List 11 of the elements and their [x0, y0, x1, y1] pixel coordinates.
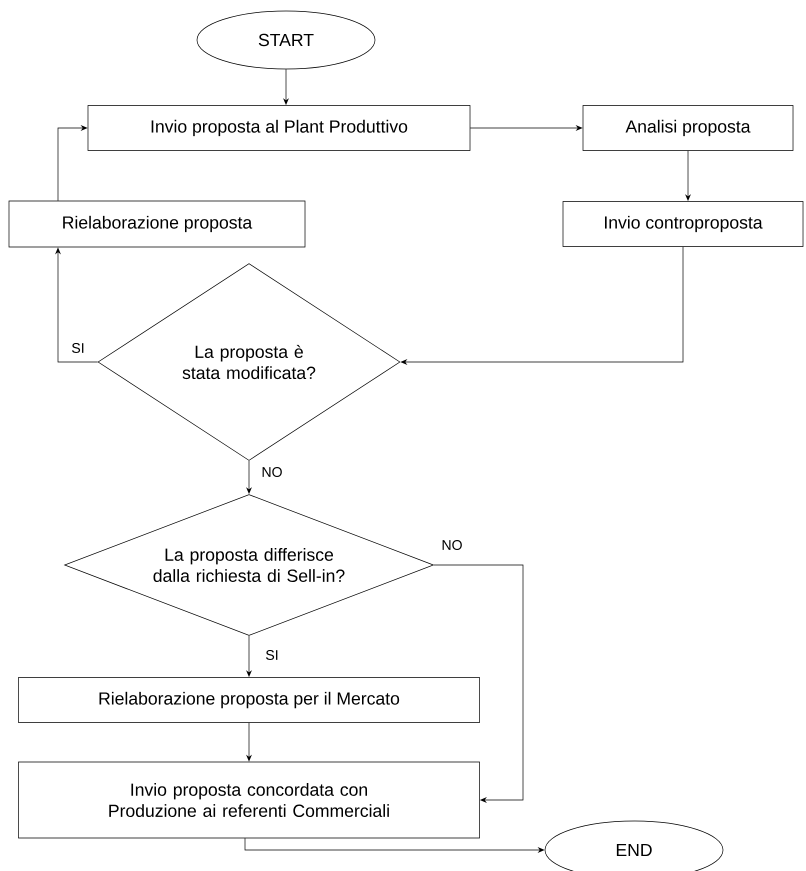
edge-label: SI [264, 648, 280, 662]
edge-label: SI [70, 342, 86, 354]
process-box: Analisi proposta [582, 105, 794, 151]
arrow [434, 564, 524, 803]
edge-label: NO [260, 466, 284, 478]
process-box: Invio proposta concordata con Produzione ai referenti Commerciali [18, 762, 480, 838]
edge-label: NO [440, 538, 464, 552]
process-box: Invio controproposta [562, 201, 804, 247]
process-box: Rielaborazione proposta per il Mercato [18, 677, 480, 723]
process-box: Invio proposta al Plant Produttivo [88, 105, 470, 151]
process-box: Rielaborazione proposta [8, 200, 306, 248]
